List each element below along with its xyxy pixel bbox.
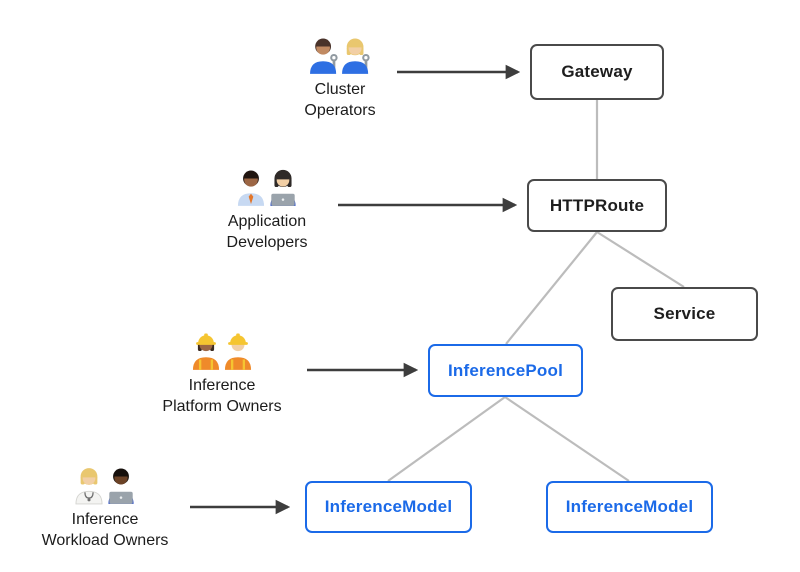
edge-httproute-service [596,231,685,288]
workload-owners-icons [71,463,139,506]
woman-health-worker-icon [75,468,103,505]
cluster-operators-icons [306,33,374,76]
actor-label-line: Inference [71,511,139,528]
node-gateway: Gateway [530,44,664,100]
node-inferencepool: InferencePool [428,344,583,397]
man-mechanic-icon [310,38,338,74]
actor-label-line: Cluster [314,81,366,98]
node-service: Service [611,287,758,341]
actor-label-line: Platform Owners [162,398,282,416]
application-developers-icons [233,165,301,208]
actor-label: Cluster Operators [304,79,375,121]
actor-inference-platform-owners: Inference Platform Owners [122,329,322,417]
woman-technologist-icon [270,169,296,206]
node-httproute: HTTPRoute [527,179,667,232]
node-inferencemodel-1: InferenceModel [305,481,472,533]
actor-label-line: Developers [226,234,308,252]
man-office-worker-icon [237,170,265,206]
actor-label-line: Application [227,213,307,230]
actor-label: Application Developers [227,211,308,253]
edge-inferencepool-inferencemodel-1 [387,396,506,482]
edge-httproute-inferencepool [505,231,598,345]
actor-cluster-operators: Cluster Operators [270,33,410,121]
actor-label-line: Operators [304,102,376,120]
woman-mechanic-icon [342,38,370,74]
actor-label: Inference Workload Owners [42,509,169,551]
actor-label-line: Workload Owners [41,532,169,550]
actor-label: Inference Platform Owners [162,375,281,417]
actor-label-line: Inference [188,377,256,394]
actor-application-developers: Application Developers [187,165,347,253]
node-inferencemodel-2: InferenceModel [546,481,713,533]
actor-inference-workload-owners: Inference Workload Owners [8,463,202,551]
platform-owners-icons [188,329,256,372]
edge-inferencepool-inferencemodel-2 [504,396,630,482]
man-construction-worker-icon [224,333,252,370]
man-technologist-icon [108,468,134,504]
woman-construction-worker-icon [192,333,220,370]
